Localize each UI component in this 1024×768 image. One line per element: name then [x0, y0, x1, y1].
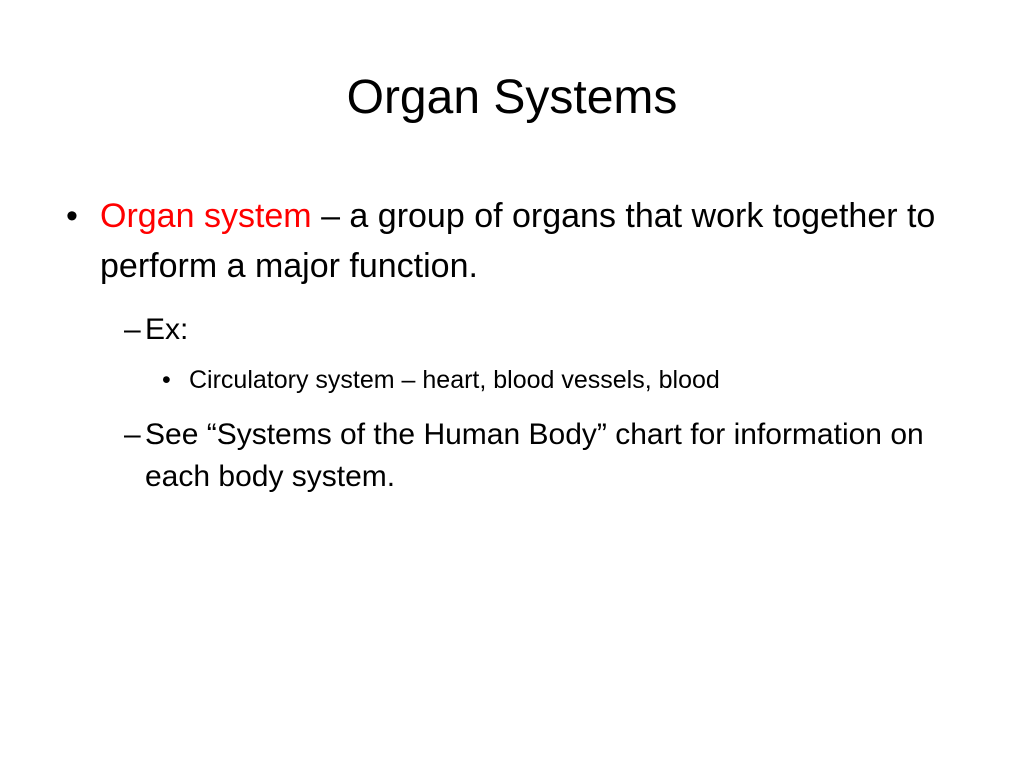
slide-title: Organ Systems	[346, 71, 678, 124]
definition-text: – a group of organs that work together t…	[100, 197, 936, 285]
bullet-organ-system: Organ system – a group of organs that wo…	[100, 191, 940, 291]
sub-bullet-example: Ex:	[145, 313, 189, 346]
dash-marker: –	[124, 313, 141, 346]
dash-marker: –	[124, 418, 141, 451]
bullet-marker-small: •	[162, 366, 171, 394]
term-organ-system: Organ system	[100, 197, 312, 235]
bullet-marker: •	[66, 197, 78, 235]
sub-sub-bullet-circulatory: Circulatory system – heart, blood vessel…	[189, 366, 720, 394]
sub-bullet-see-chart: See “Systems of the Human Body” chart fo…	[145, 418, 924, 493]
